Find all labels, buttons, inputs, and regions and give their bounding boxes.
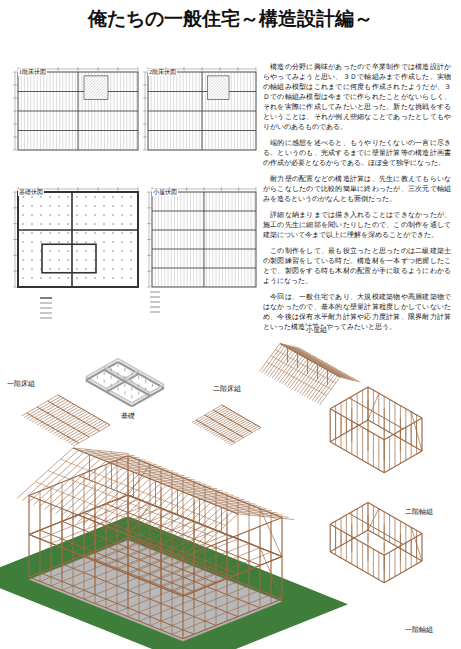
- body-paragraph: 構造の分野に興味があったので卒業制作では構造設計からやってみようと思い、３Ｄで軸…: [263, 62, 451, 132]
- model-label: 二階軸組: [404, 508, 434, 516]
- body-paragraph: 端的に感想を述べると、もうやりたくないの一言に尽きる。というのも、完成するまでに…: [263, 138, 451, 168]
- poster-title: 俺たちの一般住宅～構造設計編～: [0, 7, 461, 31]
- plan-title: 小屋伏図: [152, 189, 178, 196]
- plan-title: 1階床伏図: [18, 69, 47, 76]
- body-paragraph: 耐力壁の配置などの構造計算は、先生に教えてもらいながらこなしたので比較的簡単に終…: [263, 174, 451, 204]
- model-label: 二階床組: [212, 385, 242, 393]
- body-paragraph: この制作をして、最も役立ったと思ったのは二級建築士の製図練習をしている時だ。構造…: [263, 246, 451, 286]
- framing-models: [0, 343, 422, 649]
- body-paragraph: 詳細な納まりまでは描き入れることはできなかったが、施工の先生に細部を聞いたりした…: [263, 210, 451, 240]
- plan-title: 基礎伏図: [18, 189, 44, 196]
- model-label: 小屋組: [305, 326, 328, 334]
- plan-title: 2階床伏図: [148, 69, 177, 76]
- plan-panel: 小屋伏図: [152, 180, 178, 198]
- plan-panel: 基礎伏図: [18, 180, 44, 198]
- legend-strokes: [40, 292, 160, 318]
- model-label: 一階床組: [6, 380, 36, 388]
- plan-panel: 1階床伏図: [18, 60, 47, 78]
- plan-drawings: [13, 67, 256, 287]
- body-column: 構造の分野に興味があったので卒業制作では構造設計からやってみようと思い、３Ｄで軸…: [263, 62, 451, 338]
- body-paragraph: 今回は、一般住宅であり、大規模建築物や高層建築物ではなかったので、基本的な壁量計…: [263, 292, 451, 332]
- plan-panel: 2階床伏図: [148, 60, 177, 78]
- model-label: 基礎: [120, 412, 136, 420]
- model-label: 一階軸組: [404, 626, 434, 634]
